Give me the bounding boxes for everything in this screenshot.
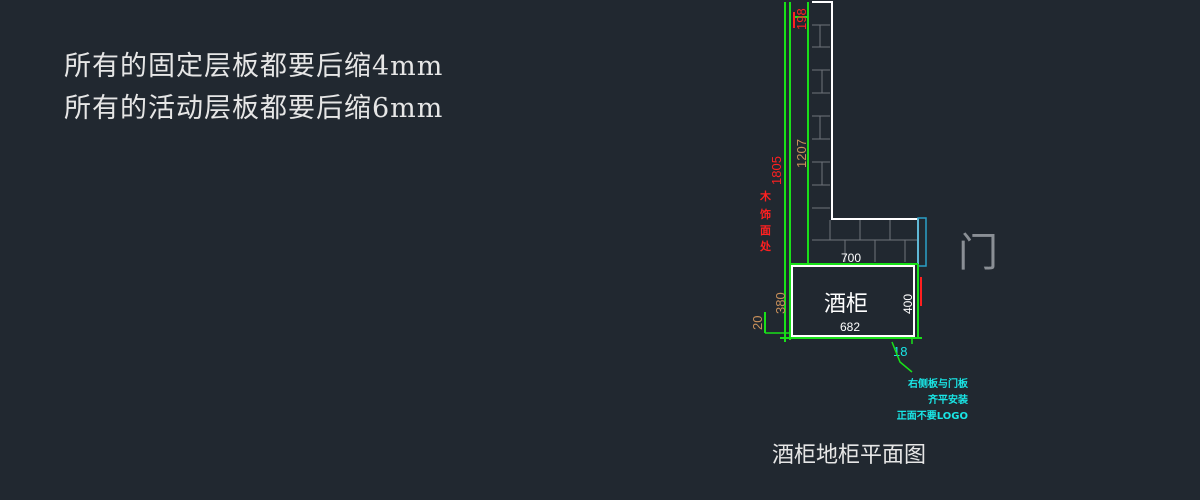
dim-overall: 1805 [769, 156, 784, 185]
green-lines [780, 2, 922, 342]
note-fixed-shelf: 所有的固定层板都要后缩4mm [64, 51, 444, 82]
dim-depth-400: 400 [901, 294, 915, 314]
dim-gap-20: 20 [750, 316, 765, 330]
wall-outline [812, 1, 919, 264]
dim-top: 198 [794, 8, 809, 30]
dim-width-700: 700 [841, 251, 861, 265]
wall-hatch [812, 24, 918, 262]
callout-line: 齐平安装 [928, 393, 968, 406]
callout-leader [891, 341, 913, 373]
side-note-char: 面 [760, 224, 771, 237]
side-note-char: 处 [759, 239, 772, 253]
side-note-char: 饰 [760, 207, 771, 221]
door-marker [917, 217, 927, 267]
callout-line: 正面不要LOGO [897, 410, 968, 422]
red-marks [793, 12, 922, 306]
note-movable-shelf: 所有的活动层板都要后缩6mm [64, 93, 444, 124]
side-note-char: 木 [759, 189, 772, 203]
cabinet-label: 酒柜 [824, 292, 868, 317]
drawing-title: 酒柜地柜平面图 [772, 443, 926, 468]
callout-line: 右侧板与门板 [907, 377, 969, 390]
door-label: 门 [958, 230, 998, 276]
dim-depth-380: 380 [773, 292, 788, 314]
wine-cabinet-box [791, 265, 915, 337]
callout-text: 右侧板与门板 齐平安装 正面不要LOGO [897, 377, 969, 422]
dim-width-682: 682 [840, 320, 860, 334]
dim-middle: 1207 [794, 139, 809, 168]
side-note: 木 饰 面 处 [759, 189, 772, 253]
